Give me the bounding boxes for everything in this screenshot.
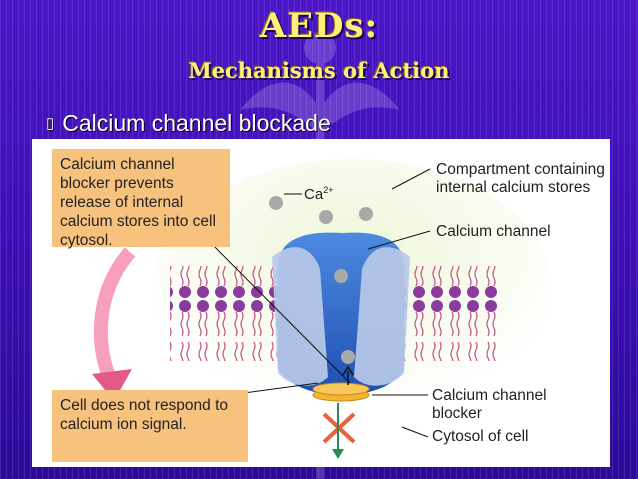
calcium-channel-diagram: [92, 159, 552, 459]
label-cytosol: Cytosol of cell: [432, 428, 529, 445]
slide-title: AEDs:: [259, 6, 379, 46]
leader-line: [191, 223, 351, 384]
bullet-text: Calcium channel blockade: [62, 110, 331, 136]
calcium-ion: [359, 207, 373, 221]
ion-label: Ca2+: [304, 185, 334, 203]
calcium-ion: [319, 210, 333, 224]
channel-subunit-right: [354, 247, 410, 386]
callout-blocker-effect: Calcium channel blocker prevents release…: [52, 149, 230, 249]
leader-line: [401, 426, 429, 438]
calcium-ion: [341, 350, 355, 364]
label-calcium-channel: Calcium channel: [436, 223, 551, 240]
channel-subunit-left: [272, 247, 328, 386]
leader-line: [243, 382, 319, 394]
leader-line: [367, 230, 431, 250]
diagram-panel: Calcium channel blocker prevents release…: [32, 139, 610, 467]
calcium-ion: [334, 269, 348, 283]
leader-line: [391, 168, 431, 190]
curved-arrow-icon: [93, 247, 136, 382]
label-compartment: Compartment containing internal calcium …: [436, 161, 605, 196]
calcium-ion: [269, 196, 283, 210]
bullet-icon: ▯: [46, 115, 55, 132]
bullet-point: ▯ Calcium channel blockade: [46, 110, 331, 137]
slide-subtitle: Mechanisms of Action: [188, 58, 450, 83]
label-channel-blocker: Calcium channel blocker: [432, 387, 547, 422]
callout-cell-response: Cell does not respond to calcium ion sig…: [52, 390, 248, 462]
